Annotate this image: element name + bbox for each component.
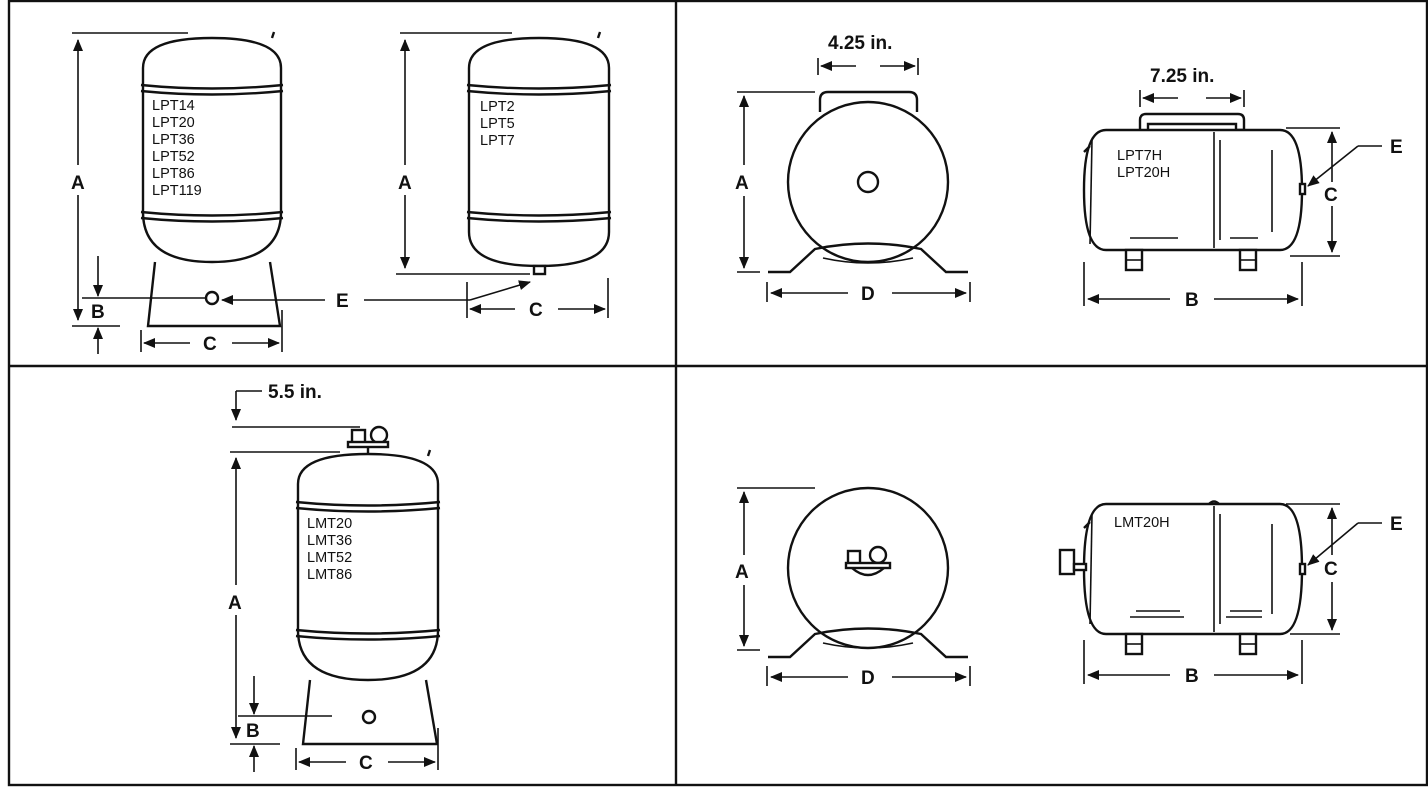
dimension-a-lmt: A xyxy=(228,451,340,739)
dim-a-label: A xyxy=(71,173,85,194)
model-label: LPT20 xyxy=(152,115,195,131)
panel-horizontal-lmt: A D xyxy=(735,486,1403,689)
model-label: LMT52 xyxy=(307,550,352,566)
dim-d-label: D xyxy=(861,668,875,689)
dimension-d-lmt-end: D xyxy=(766,666,971,689)
side-view-model-list: LPT7H LPT20H xyxy=(1117,148,1170,181)
dim-b-label: B xyxy=(1185,290,1199,311)
tall-vertical-tank xyxy=(140,31,284,328)
dim-d-label: D xyxy=(861,284,875,305)
dimension-c-lmt-side: C xyxy=(1286,503,1340,635)
gauge-clearance-dimension: 5.5 in. xyxy=(231,382,360,428)
panel-vertical-lmt: 5.5 in. LMT20 LMT36 LMT52 LMT86 xyxy=(228,382,441,774)
horizontal-tank-side-view xyxy=(1082,112,1307,272)
panel-horizontal-lpt: 4.25 in. A D xyxy=(735,33,1403,311)
dimension-a-small: A xyxy=(396,32,530,275)
lmt-model-list: LMT20 LMT36 LMT52 LMT86 xyxy=(307,516,352,583)
handle-width-label: 7.25 in. xyxy=(1150,66,1214,87)
dimension-b-lmt: B xyxy=(230,676,332,772)
dim-c-label: C xyxy=(203,334,217,355)
dim-c-label: C xyxy=(1324,185,1338,206)
handle-width-425: 4.25 in. xyxy=(817,33,919,75)
dim-a-label: A xyxy=(398,173,412,194)
fitting-e-label: E xyxy=(336,291,349,312)
panel-frame xyxy=(7,0,1428,787)
fitting-e-callout: E xyxy=(1307,514,1403,566)
handle-width-725: 7.25 in. xyxy=(1139,66,1245,107)
handle-width-label: 4.25 in. xyxy=(828,33,892,54)
fitting-e-label: E xyxy=(1390,137,1403,158)
dimension-a-end: A xyxy=(735,91,815,273)
dim-b-label: B xyxy=(246,721,260,742)
model-label: LPT36 xyxy=(152,132,195,148)
pressure-gauge-icon xyxy=(346,425,390,454)
lmt-side-view-model-list: LMT20H xyxy=(1114,515,1170,531)
dimension-d-end: D xyxy=(766,282,971,305)
small-tank-model-list: LPT2 LPT5 LPT7 xyxy=(480,99,515,149)
fitting-e-label: E xyxy=(1390,514,1403,535)
model-label: LPT86 xyxy=(152,166,195,182)
dimension-c-side: C xyxy=(1286,127,1340,257)
dim-b-label: B xyxy=(1185,666,1199,687)
model-label: LPT52 xyxy=(152,149,195,165)
dim-b-label: B xyxy=(91,302,105,323)
model-label: LPT7 xyxy=(480,133,515,149)
tall-tank-model-list: LPT14 LPT20 LPT36 LPT52 LPT86 LPT119 xyxy=(152,98,202,199)
horizontal-tank-end-view xyxy=(768,90,968,274)
model-label: LMT20 xyxy=(307,516,352,532)
model-label: LMT86 xyxy=(307,567,352,583)
model-label: LPT14 xyxy=(152,98,195,114)
dim-a-label: A xyxy=(735,562,749,583)
horizontal-lmt-end-view xyxy=(768,486,968,659)
dim-c-label: C xyxy=(529,300,543,321)
dimension-c-lmt: C xyxy=(295,728,439,774)
model-label: LPT20H xyxy=(1117,165,1170,181)
model-label: LMT20H xyxy=(1114,515,1170,531)
dimension-b: B xyxy=(72,256,205,354)
model-label: LMT36 xyxy=(307,533,352,549)
fitting-e-callout: E xyxy=(221,280,531,312)
model-label: LPT2 xyxy=(480,99,515,115)
dim-a-label: A xyxy=(735,173,749,194)
dimension-b-side: B xyxy=(1083,262,1303,311)
model-label: LPT119 xyxy=(152,183,202,199)
dim-a-label: A xyxy=(228,593,242,614)
gauge-clearance-label: 5.5 in. xyxy=(268,382,322,403)
dimension-a-tall: A xyxy=(71,32,188,321)
dimension-b-lmt-side: B xyxy=(1083,640,1303,687)
small-vertical-tank xyxy=(466,31,612,276)
panel-vertical-lpt: LPT14 LPT20 LPT36 LPT52 LPT86 LPT119 A B xyxy=(71,31,612,355)
dim-c-label: C xyxy=(359,753,373,774)
horizontal-lmt-side-view xyxy=(1058,500,1307,656)
dimension-a-lmt-end: A xyxy=(735,487,815,651)
dimension-c-small: C xyxy=(466,278,609,321)
fitting-e-callout: E xyxy=(1307,137,1403,187)
dimension-c-tall: C xyxy=(140,310,283,355)
model-label: LPT7H xyxy=(1117,148,1162,164)
dim-c-label: C xyxy=(1324,559,1338,580)
model-label: LPT5 xyxy=(480,116,515,132)
vertical-lmt-tank xyxy=(295,449,441,746)
